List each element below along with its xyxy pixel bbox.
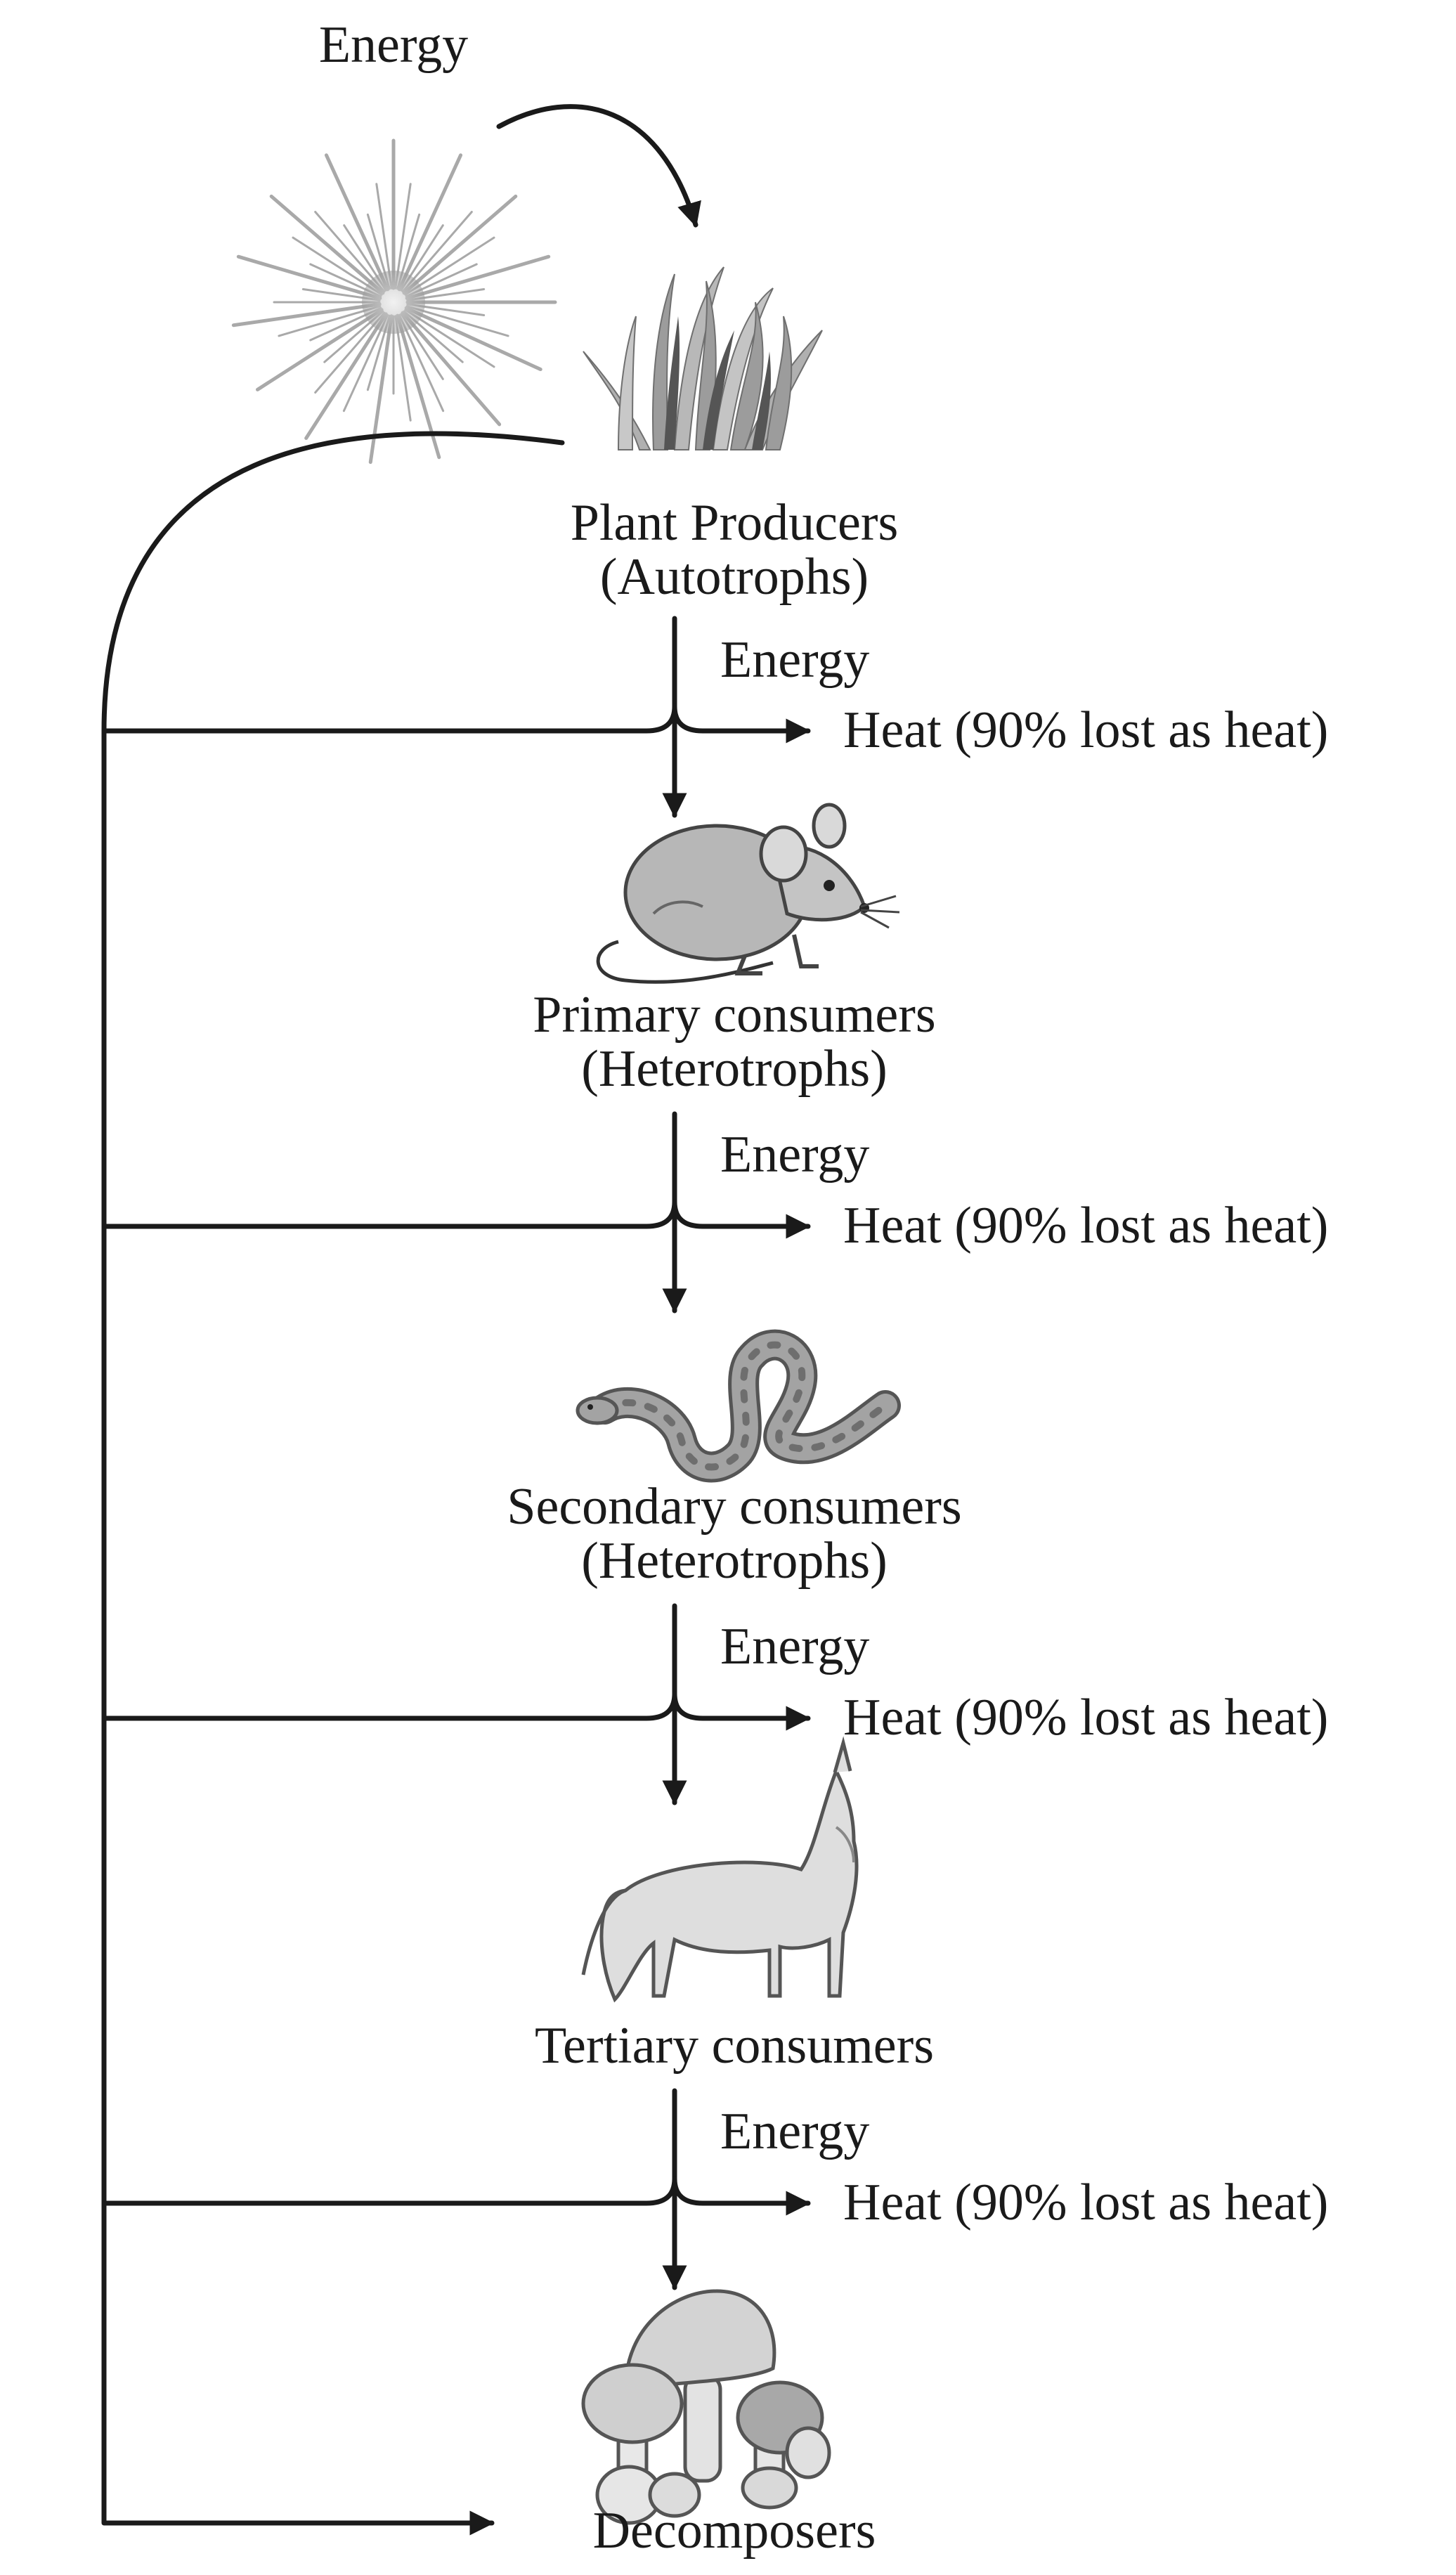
sun-ray (236, 254, 382, 300)
transfer-energy-label: Energy (720, 631, 869, 689)
tertiary-title: Tertiary consumers (535, 2017, 934, 2075)
sun-to-plant-arrow (496, 104, 701, 228)
snake-icon (576, 1329, 901, 1483)
mushroom-icon (581, 2289, 831, 2525)
sun-ray (401, 311, 502, 427)
energy-transfer-4: Energy Heat (90% lost as heat) (101, 2088, 1328, 2290)
sun-ray (256, 308, 384, 391)
return-loop-line (101, 431, 565, 2536)
transfer-energy-label: Energy (720, 1618, 869, 1675)
producer-title: Plant Producers (571, 494, 899, 552)
primary-title: Primary consumers (533, 986, 935, 1044)
sun-ray (405, 254, 551, 300)
sun-icon (231, 138, 557, 465)
decomposers-title: Decomposers (593, 2502, 876, 2560)
sun-ray (324, 153, 390, 292)
sun-ray (278, 305, 382, 337)
energy-transfer-2: Energy Heat (90% lost as heat) (101, 1111, 1328, 1314)
heat-loss-label: Heat (90% lost as heat) (843, 1197, 1328, 1254)
secondary-subtitle: (Heterotrophs) (581, 1532, 888, 1590)
transfer-energy-label: Energy (720, 2103, 869, 2160)
sun-ray (405, 305, 509, 337)
sun-ray (397, 153, 463, 292)
energy-transfer-1: Energy Heat (90% lost as heat) (101, 616, 1328, 818)
sun-ray (404, 306, 542, 372)
wolf-icon (581, 1736, 859, 2003)
energy-label-top: Energy (319, 16, 468, 74)
sun-ray (314, 311, 386, 394)
sun-ray (314, 211, 386, 293)
grass-icon (583, 266, 823, 450)
producer-subtitle: (Autotrophs) (600, 548, 869, 606)
transfer-energy-label: Energy (720, 1126, 869, 1183)
heat-loss-label: Heat (90% lost as heat) (843, 2174, 1328, 2231)
sun-ray (401, 211, 473, 293)
heat-loss-label: Heat (90% lost as heat) (843, 1689, 1328, 1746)
energy-transfer-3: Energy Heat (90% lost as heat) (101, 1603, 1328, 1805)
sun-ray (402, 194, 518, 295)
sun-ray (368, 314, 394, 465)
mouse-icon (596, 803, 900, 984)
primary-subtitle: (Heterotrophs) (581, 1040, 888, 1098)
sun-ray (304, 312, 388, 440)
heat-loss-label: Heat (90% lost as heat) (843, 701, 1328, 759)
sun-ray (269, 194, 385, 295)
secondary-title: Secondary consumers (507, 1478, 961, 1536)
sun-ray (231, 302, 382, 327)
